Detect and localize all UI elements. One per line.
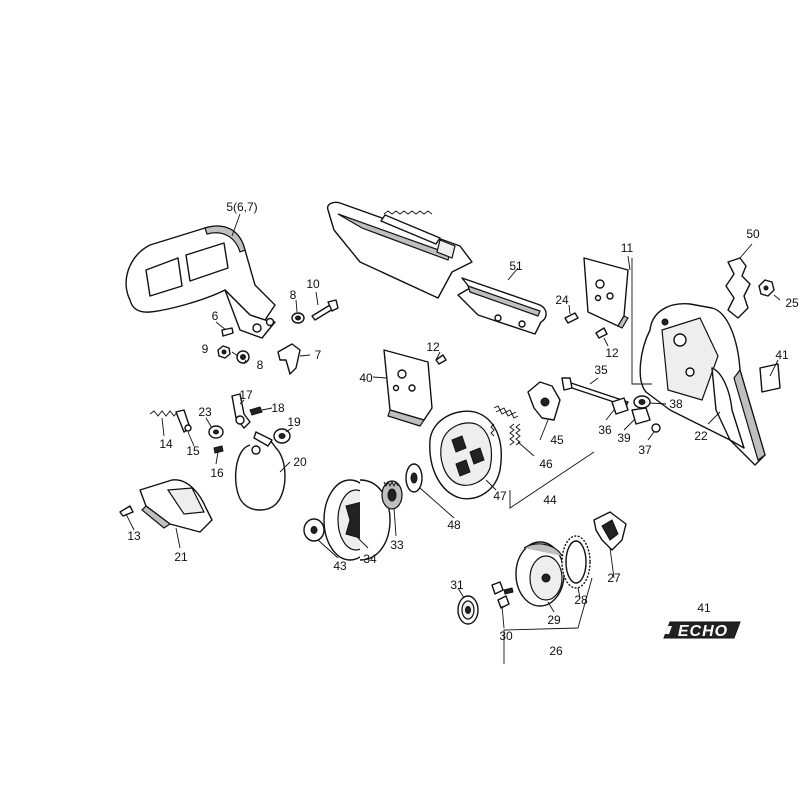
callout-51: 51 — [509, 259, 523, 273]
part-pin-16 — [213, 445, 224, 454]
part-starter-hub-27 — [593, 511, 627, 551]
part-spring-2 — [490, 423, 521, 446]
callout-25: 25 — [785, 296, 799, 310]
leader-lines — [125, 213, 781, 664]
callout-41: 41 — [775, 348, 789, 362]
callout-5: 5(6,7) — [226, 200, 257, 214]
callout-41: 41 — [697, 601, 711, 615]
callout-46: 46 — [539, 457, 553, 471]
callout-17: 17 — [239, 388, 253, 402]
part-label-sticker — [759, 363, 781, 393]
callout-30: 30 — [499, 629, 513, 643]
callout-43: 43 — [333, 559, 347, 573]
part-link-15 — [175, 409, 192, 433]
callout-29: 29 — [547, 613, 561, 627]
part-sprocket-cover — [639, 303, 766, 466]
part-clutch-drum — [323, 479, 391, 561]
callout-12: 12 — [605, 346, 619, 360]
callout-48: 48 — [447, 518, 461, 532]
callout-13: 13 — [127, 529, 141, 543]
callout-31: 31 — [450, 578, 464, 592]
callout-24: 24 — [555, 293, 569, 307]
part-hand-guard — [125, 225, 276, 339]
part-collar — [633, 395, 651, 409]
callout-6: 6 — [212, 309, 219, 323]
callout-36: 36 — [598, 423, 612, 437]
callout-28: 28 — [574, 593, 588, 607]
part-screw-37 — [651, 423, 661, 433]
callout-35: 35 — [594, 363, 608, 377]
part-washer-43 — [303, 518, 325, 542]
part-screw — [564, 304, 579, 324]
callout-34: 34 — [363, 552, 377, 566]
callout-14: 14 — [159, 437, 173, 451]
part-pin — [215, 321, 234, 337]
callout-38: 38 — [669, 397, 683, 411]
part-cover-plate — [583, 257, 629, 329]
callout-22: 22 — [694, 429, 708, 443]
echo-logo: ECHO — [663, 621, 741, 640]
callout-labels: 5(6,7) 6 7 8 8 9 10 11 12 12 13 14 15 16… — [127, 200, 799, 658]
callout-8: 8 — [290, 288, 297, 302]
callout-50: 50 — [746, 227, 760, 241]
part-clip-30 — [491, 581, 514, 609]
callout-15: 15 — [186, 444, 200, 458]
callout-45: 45 — [550, 433, 564, 447]
part-screw-2 — [595, 327, 608, 339]
callout-16: 16 — [210, 466, 224, 480]
callout-18: 18 — [271, 401, 285, 415]
part-pulley-29 — [515, 541, 565, 607]
callout-7: 7 — [315, 348, 322, 362]
part-spring — [493, 405, 519, 419]
part-nut-upper — [291, 312, 305, 324]
part-spring-plate — [725, 257, 751, 319]
part-tension-block — [631, 407, 651, 425]
callout-37: 37 — [638, 443, 652, 457]
part-collar-19 — [273, 428, 291, 444]
part-screw-3 — [435, 354, 447, 365]
callout-19: 19 — [287, 415, 301, 429]
callout-39: 39 — [617, 431, 631, 445]
callout-20: 20 — [293, 455, 307, 469]
part-brake-band — [234, 431, 286, 511]
part-washer — [236, 350, 250, 364]
part-clutch — [429, 410, 502, 500]
echo-logo-text: ECHO — [678, 623, 728, 640]
callout-12: 12 — [426, 340, 440, 354]
callout-8: 8 — [257, 358, 264, 372]
part-adjust-nut — [611, 397, 629, 415]
part-lever-17 — [231, 393, 251, 429]
callout-47: 47 — [493, 489, 507, 503]
callout-40: 40 — [359, 371, 373, 385]
part-nut — [217, 345, 231, 359]
part-bolt — [311, 299, 339, 321]
part-side-plate — [383, 349, 433, 427]
part-collar-23 — [208, 425, 224, 439]
part-needle-bearing — [381, 480, 403, 510]
part-side-cover-21 — [139, 479, 213, 533]
part-washer-48 — [405, 463, 423, 493]
part-lever — [277, 343, 301, 375]
callout-10: 10 — [306, 277, 320, 291]
part-nut-25 — [758, 279, 775, 297]
part-clutch-hub — [527, 381, 561, 421]
callout-9: 9 — [202, 342, 209, 356]
callout-23: 23 — [198, 405, 212, 419]
part-screw-13 — [119, 505, 134, 517]
callout-26: 26 — [549, 644, 563, 658]
callout-11: 11 — [621, 241, 634, 255]
callout-27: 27 — [607, 571, 621, 585]
part-starter-pulley-31 — [457, 595, 479, 625]
part-pin-18 — [249, 406, 263, 416]
part-guide-bar-tail — [457, 277, 547, 335]
part-spring-14 — [149, 410, 179, 417]
part-ratchet-28 — [561, 535, 591, 589]
callout-21: 21 — [174, 550, 188, 564]
callout-44: 44 — [543, 493, 557, 507]
callout-33: 33 — [390, 538, 404, 552]
part-guide-bar — [326, 201, 473, 299]
